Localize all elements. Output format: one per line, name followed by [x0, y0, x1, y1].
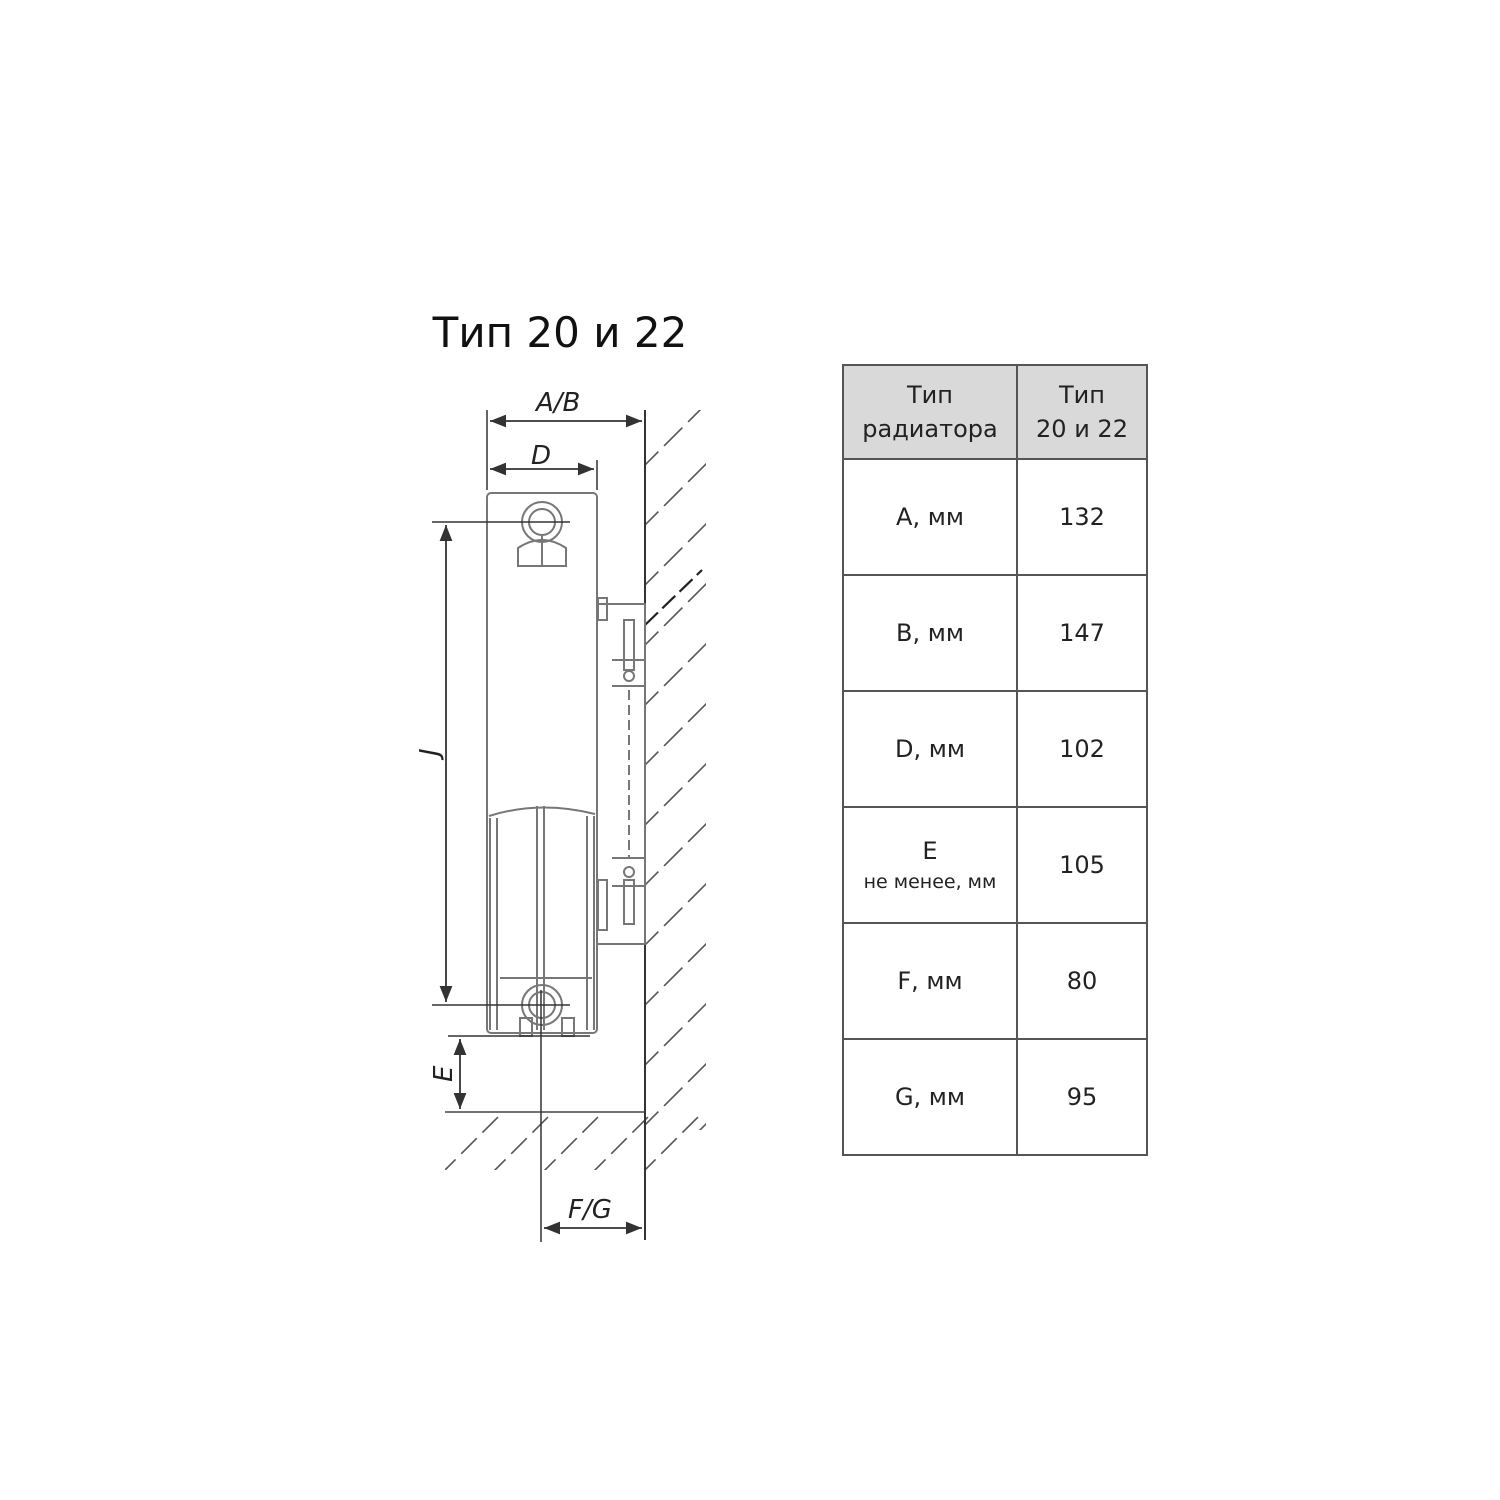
value-cell: 95: [1016, 1038, 1148, 1156]
param-cell: D, мм: [842, 690, 1018, 808]
radiator-body: [486, 492, 598, 1037]
param-label: A, мм: [896, 503, 964, 531]
dimensions-table: Тип радиатора Тип 20 и 22 A, мм 132 B, м…: [842, 364, 1148, 1156]
value-cell: 132: [1016, 458, 1148, 576]
param-label: G, мм: [894, 1083, 966, 1111]
dimension-lines: [439, 414, 642, 1235]
table-row: A, мм 132: [842, 458, 1148, 576]
value-cell: 102: [1016, 690, 1148, 808]
dimension-label-d: D: [531, 441, 551, 471]
param-cell: E не менее, мм: [842, 806, 1018, 924]
value-cell: 105: [1016, 806, 1148, 924]
param-label: F, мм: [897, 967, 963, 995]
dimension-label-ab: A/B: [534, 388, 580, 418]
table-row: G, мм 95: [842, 1038, 1148, 1156]
param-label: E: [922, 837, 938, 865]
header-radiator-type-text: Тип радиатора: [862, 381, 998, 443]
extension-lines: [432, 410, 598, 1242]
param-value: 105: [1059, 851, 1105, 879]
floor-hatching: [445, 1112, 705, 1170]
table-row: D, мм 102: [842, 690, 1148, 808]
header-type-20-22: Тип 20 и 22: [1016, 364, 1148, 460]
dimension-label-e: E: [429, 1065, 459, 1082]
param-cell: F, мм: [842, 922, 1018, 1040]
param-value: 147: [1059, 619, 1105, 647]
wall-bracket: [596, 597, 646, 945]
param-label: D, мм: [895, 735, 965, 763]
table-right-crop: [1148, 360, 1168, 1160]
table-header-row: Тип радиатора Тип 20 и 22: [842, 364, 1148, 460]
table-row: F, мм 80: [842, 922, 1148, 1040]
header-type-20-22-text: Тип 20 и 22: [1036, 381, 1128, 443]
dimension-label-fg: F/G: [568, 1195, 612, 1225]
top-connection: [517, 501, 567, 567]
param-value: 102: [1059, 735, 1105, 763]
param-cell: G, мм: [842, 1038, 1018, 1156]
param-note: не менее, мм: [863, 871, 997, 893]
param-value: 80: [1066, 967, 1098, 995]
param-value: 132: [1059, 503, 1105, 531]
param-label: B, мм: [896, 619, 964, 647]
table-row: B, мм 147: [842, 574, 1148, 692]
param-cell: A, мм: [842, 458, 1018, 576]
header-radiator-type: Тип радиатора: [842, 364, 1018, 460]
value-cell: 147: [1016, 574, 1148, 692]
param-cell: B, мм: [842, 574, 1018, 692]
dimension-label-j: J: [415, 748, 445, 761]
value-cell: 80: [1016, 922, 1148, 1040]
table-row: E не менее, мм 105: [842, 806, 1148, 924]
wall-hatching: [646, 410, 706, 1130]
param-value: 95: [1066, 1083, 1098, 1111]
diagram-title: Тип 20 и 22: [432, 308, 688, 357]
wall-dashed-line: [644, 569, 703, 626]
